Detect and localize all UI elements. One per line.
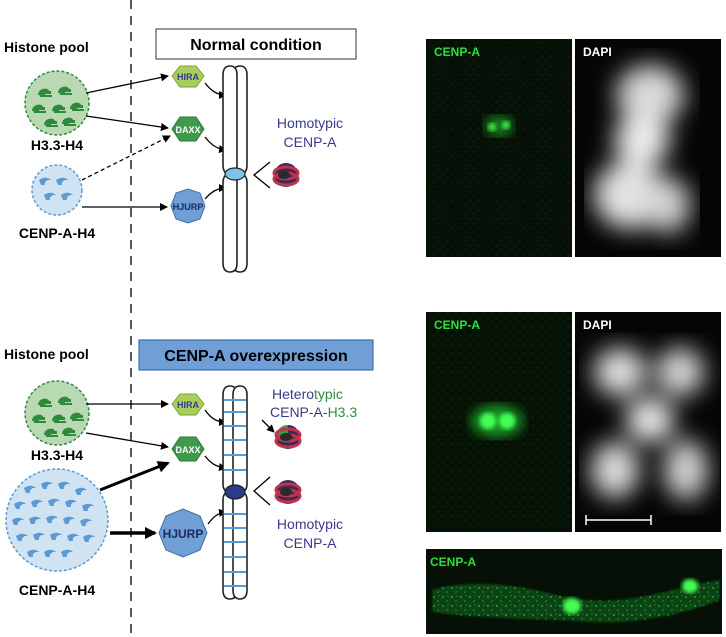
micrograph-strip: CENP-A bbox=[426, 549, 722, 634]
homotypic-nucleosome-bottom bbox=[274, 478, 302, 506]
histone-pool-label: Histone pool bbox=[4, 39, 89, 55]
strip-cenpa-channel-label: CENP-A bbox=[430, 555, 476, 569]
homotypic-nucleosome-top bbox=[272, 161, 300, 189]
arrow-cenpa-to-daxx bbox=[81, 135, 171, 181]
homotypic-label-bottom-2: CENP-A bbox=[284, 535, 338, 551]
svg-text:DAXX: DAXX bbox=[175, 125, 200, 135]
hira-chaperone: HIRA bbox=[171, 65, 205, 88]
bottom-dapi-channel-label: DAPI bbox=[583, 318, 612, 332]
condition-label: Normal condition bbox=[190, 37, 322, 54]
h33-label: H3.3-H4 bbox=[31, 137, 83, 153]
condition-box bbox=[155, 28, 357, 60]
homotypic-label-2: CENP-A bbox=[284, 134, 338, 150]
svg-text:DAXX: DAXX bbox=[175, 445, 200, 455]
svg-text:HJURP: HJURP bbox=[163, 527, 204, 541]
micrograph-top-dapi: DAPI bbox=[575, 39, 721, 257]
h33-label-bottom: H3.3-H4 bbox=[31, 447, 83, 463]
svg-text:HJURP: HJURP bbox=[173, 202, 204, 212]
homotypic-label-bottom-1: Homotypic bbox=[277, 516, 343, 532]
micrograph-bottom-dapi: DAPI bbox=[575, 312, 721, 532]
arrow-h33-to-daxx bbox=[85, 115, 169, 131]
micrograph-top-cenpa: CENP-A bbox=[426, 39, 572, 257]
zoom-lines-top bbox=[252, 161, 271, 189]
cenpa-pool bbox=[31, 164, 83, 216]
histone-pool-label-bottom: Histone pool bbox=[4, 346, 89, 362]
top-schematic: Histone pool Normal condition H3.3-H4 CE… bbox=[4, 28, 357, 273]
top-dapi-channel-label: DAPI bbox=[583, 45, 612, 59]
bottom-schematic: Histone pool CENP-A overexpression H3.3-… bbox=[4, 339, 374, 600]
cenpa-pool-bottom bbox=[5, 468, 109, 572]
hjurp-chaperone: HJURP bbox=[170, 188, 206, 224]
arrow-h33-to-hira bbox=[85, 73, 169, 94]
cenpa-label: CENP-A-H4 bbox=[19, 225, 95, 241]
top-cenpa-channel-label: CENP-A bbox=[434, 45, 480, 59]
heterotypic-label-2: CENP-A-H3.3 bbox=[270, 404, 357, 420]
arrow-to-heterotypic bbox=[261, 419, 275, 433]
heterotypic-nucleosome bbox=[274, 423, 302, 451]
hjurp-chaperone-bottom: HJURP bbox=[158, 508, 208, 558]
daxx-chaperone: DAXX bbox=[171, 116, 205, 142]
overexpression-box bbox=[138, 339, 374, 371]
bottom-cenpa-channel-label: CENP-A bbox=[434, 318, 480, 332]
overexpression-label: CENP-A overexpression bbox=[164, 348, 347, 365]
h33-pool-bottom bbox=[24, 380, 90, 446]
homotypic-label-1: Homotypic bbox=[277, 115, 343, 131]
arrow-cenpa-to-daxx-bottom bbox=[99, 461, 170, 492]
heterotypic-label-1: Heterotypic bbox=[272, 386, 343, 402]
zoom-lines-bottom bbox=[253, 476, 271, 506]
h33-pool bbox=[24, 70, 90, 136]
chromosome-normal bbox=[222, 65, 248, 273]
arrow-h33-to-daxx-bottom bbox=[85, 432, 169, 450]
daxx-chaperone-bottom: DAXX bbox=[171, 436, 205, 462]
svg-text:HIRA: HIRA bbox=[177, 72, 199, 82]
cenpa-label-bottom: CENP-A-H4 bbox=[19, 582, 95, 598]
chromosome-overexpression bbox=[222, 385, 248, 600]
hira-chaperone-bottom: HIRA bbox=[171, 393, 205, 416]
micrograph-bottom-cenpa: CENP-A bbox=[426, 312, 572, 532]
svg-text:HIRA: HIRA bbox=[177, 400, 199, 410]
